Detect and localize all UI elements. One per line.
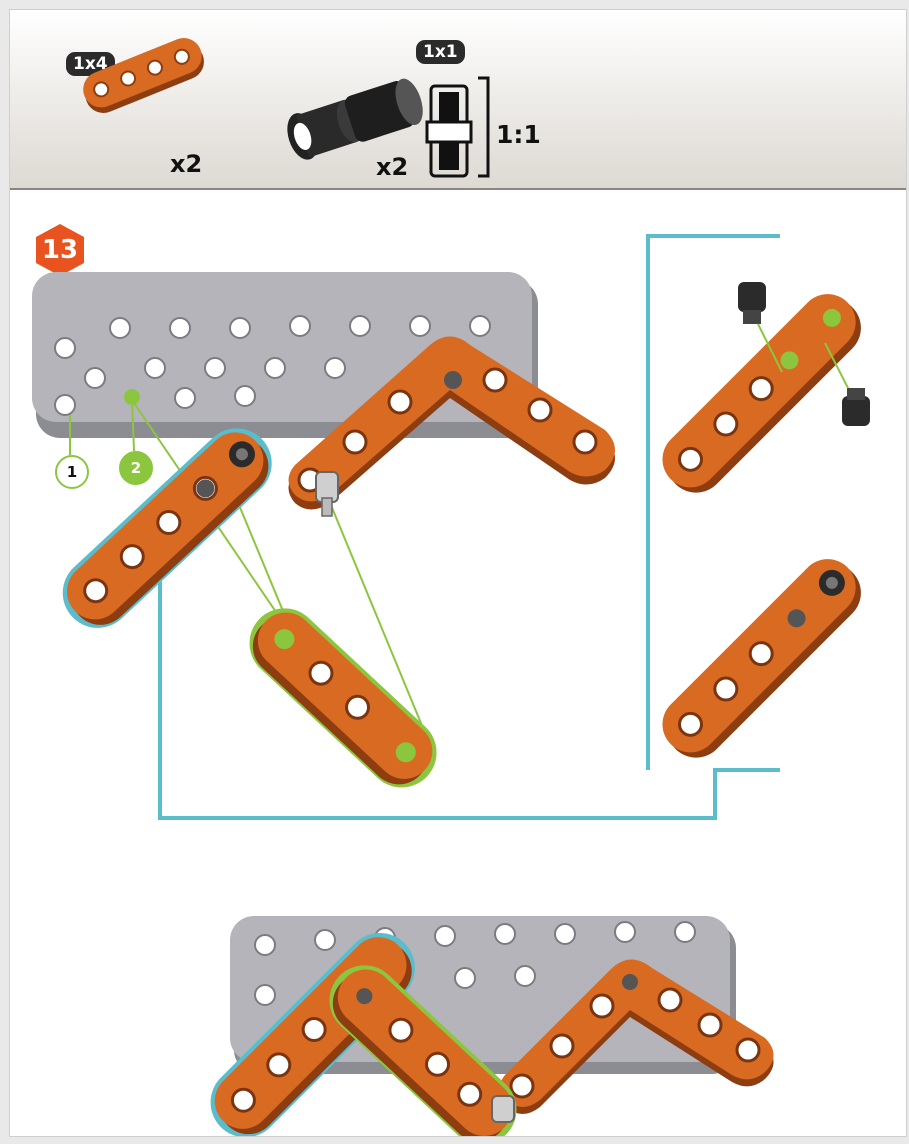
detail-beam-top bbox=[651, 283, 873, 505]
connector-pin-small bbox=[316, 472, 338, 516]
assembly-illustration bbox=[10, 10, 906, 1136]
assembled-result bbox=[196, 916, 773, 1136]
page-frame: 1x4 x2 x2 1x1 1:1 bbox=[9, 9, 907, 1137]
beam-green-highlight bbox=[235, 594, 451, 802]
detail-pin-right bbox=[825, 343, 870, 426]
detail-beam-bottom bbox=[651, 548, 873, 770]
beam-blue-highlight bbox=[48, 414, 286, 643]
